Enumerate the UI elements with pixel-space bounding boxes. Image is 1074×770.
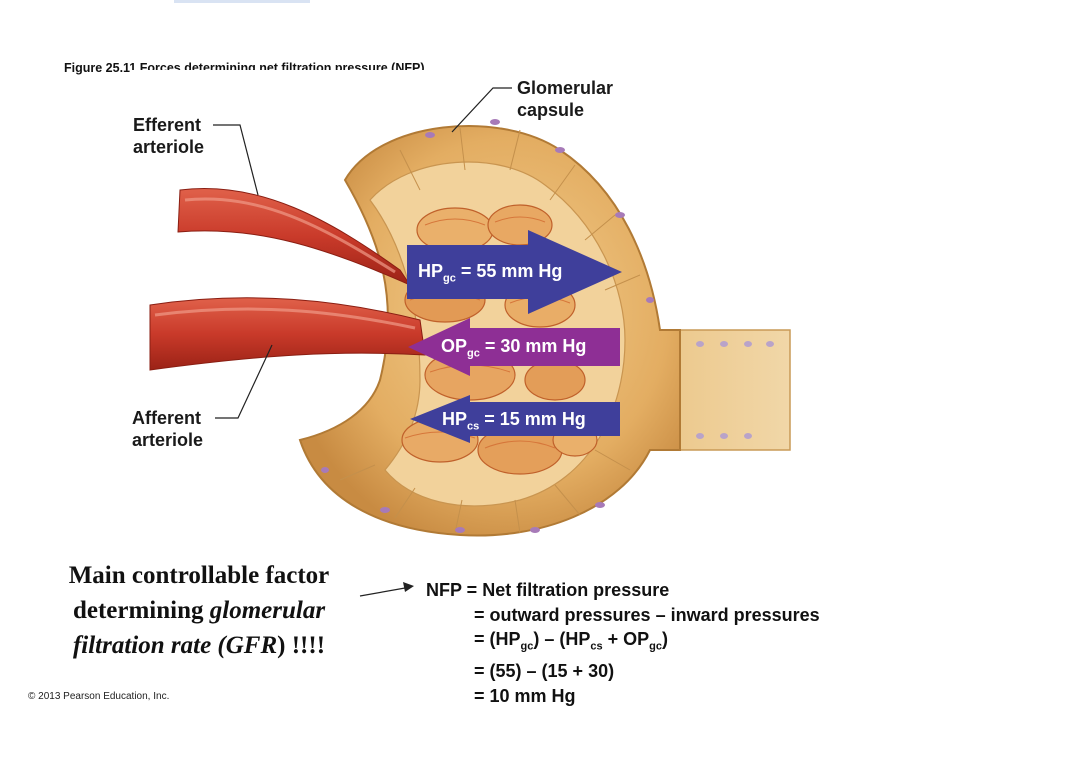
hp-gc-arrow <box>407 230 622 314</box>
top-tab-strip <box>174 0 310 3</box>
op-gc-label: OPgc = 30 mm Hg <box>441 336 587 360</box>
formula-line-1: NFP = Net filtration pressure <box>426 580 670 600</box>
capsule-cells <box>339 127 641 534</box>
efferent-leader <box>213 124 259 196</box>
hp-gc-label: HPgc = 55 mm Hg <box>418 261 563 285</box>
formula-line-2: = outward pressures – inward pressures <box>474 604 820 625</box>
gfr-note: Main controllable factor determining glo… <box>68 562 330 659</box>
leader-lines <box>213 87 512 419</box>
afferent-leader <box>215 344 273 419</box>
formula-line-4: = (55) – (15 + 30) <box>474 661 615 682</box>
formula-pointer-head <box>403 582 414 592</box>
formula-pointer-line <box>359 587 406 597</box>
hp-cs-label: HPcs = 15 mm Hg <box>442 409 586 433</box>
afferent-arteriole-label: Afferent arteriole <box>132 408 204 450</box>
capsule-nuclei <box>321 119 654 533</box>
op-gc-arrow <box>408 318 620 376</box>
formula-line-5: = 10 mm Hg <box>474 685 576 706</box>
copyright-text: © 2013 Pearson Education, Inc. <box>28 691 170 702</box>
capsule-leader <box>451 87 512 133</box>
nfp-formula: NFP = Net filtration pressure = outward … <box>426 578 820 708</box>
hp-cs-arrow <box>410 395 620 443</box>
glomerular-capsule-label: Glomerular capsule <box>517 78 614 120</box>
efferent-arteriole-label: Efferent arteriole <box>133 115 205 157</box>
tubule-nuclei <box>672 341 774 439</box>
formula-line-3: = (HPgc) – (HPcs + OPgc) <box>474 629 668 653</box>
